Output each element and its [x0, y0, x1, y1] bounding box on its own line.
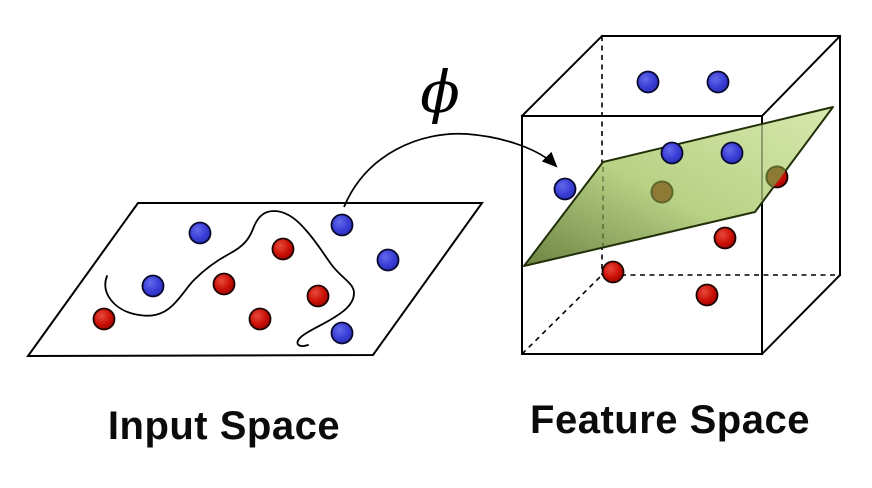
cube-solid-edges	[520, 34, 842, 356]
separating-curve	[104, 210, 355, 347]
phi-symbol: ϕ	[420, 58, 460, 126]
data-point-blue	[706, 70, 730, 94]
feature-points-below	[553, 70, 737, 307]
data-point-blue	[188, 221, 212, 245]
data-point-blue	[636, 70, 660, 94]
hyperplane-shape	[523, 106, 834, 267]
cube-dashed-edges	[521, 36, 840, 355]
feature-points-above	[650, 141, 789, 204]
cube-edge	[520, 34, 604, 118]
data-point-red	[601, 260, 625, 284]
data-point-blue	[660, 141, 684, 165]
hyperplane	[523, 106, 834, 267]
data-point-red	[713, 226, 737, 250]
cube-hidden-edge	[521, 274, 603, 355]
data-point-blue	[330, 213, 354, 237]
data-point-blue	[720, 141, 744, 165]
separating-curve-path	[104, 210, 355, 347]
data-point-red-behind-plane	[650, 180, 674, 204]
input-space-label: Input Space	[107, 404, 341, 448]
data-point-red	[212, 272, 236, 296]
feature-space-group	[520, 34, 842, 356]
data-point-blue	[141, 274, 165, 298]
data-point-red	[271, 237, 295, 261]
input-points	[92, 213, 400, 345]
data-point-blue	[553, 177, 577, 201]
input-space-group	[26, 202, 484, 358]
phi-arrow-path	[343, 132, 558, 208]
input-plane-shape	[26, 202, 484, 358]
cube-edge	[760, 34, 842, 118]
data-point-red	[92, 307, 116, 331]
input-plane	[26, 202, 484, 358]
phi-arrow	[343, 132, 558, 208]
data-point-blue	[376, 248, 400, 272]
data-point-blue	[330, 321, 354, 345]
data-point-red	[248, 307, 272, 331]
cube-edge	[760, 273, 842, 356]
feature-space-label: Feature Space	[530, 398, 810, 442]
data-point-red	[306, 284, 330, 308]
data-point-red	[695, 283, 719, 307]
plane-overlay-lines	[602, 125, 763, 246]
